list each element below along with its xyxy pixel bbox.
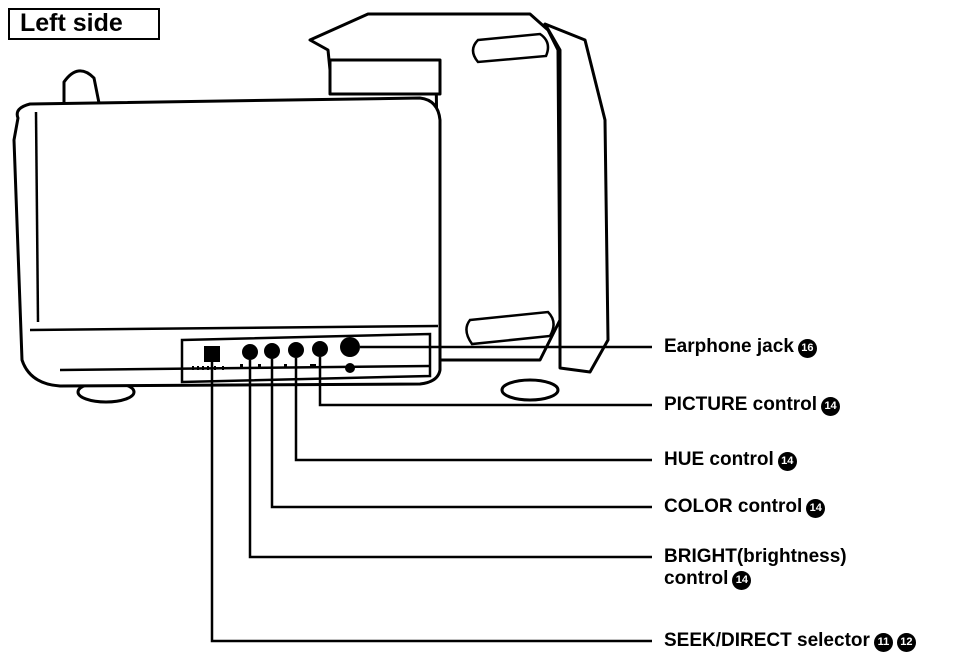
ref-badge: 12	[896, 633, 916, 652]
callout-bright-label2: control	[664, 568, 729, 589]
ref-badge: 14	[777, 452, 797, 471]
section-title: Left side	[8, 8, 160, 40]
ref-badge: 16	[797, 339, 817, 358]
earphone-jack-shape	[340, 337, 360, 357]
callout-earphone-label: Earphone jack	[664, 336, 794, 357]
leader-color	[270, 359, 652, 509]
right-foot	[500, 378, 560, 402]
leader-picture	[318, 357, 652, 407]
ref-badge: 14	[806, 499, 826, 518]
leader-hue	[294, 358, 652, 462]
ref-badge: 14	[732, 571, 752, 590]
callout-picture-label: PICTURE control	[664, 394, 818, 415]
picture-knob-shape	[312, 341, 328, 357]
bright-knob-shape	[242, 344, 258, 360]
callout-seek-label: SEEK/DIRECT selector	[664, 630, 870, 651]
callout-hue-label: HUE control	[664, 449, 774, 470]
callout-color-label: COLOR control	[664, 496, 803, 517]
control-panel	[192, 337, 360, 373]
leader-seek	[210, 362, 652, 643]
color-knob-shape	[264, 343, 280, 359]
ref-badge: 14	[821, 397, 841, 416]
top-handle-block	[328, 58, 442, 96]
leader-bright	[248, 360, 652, 559]
hanging-loop	[62, 69, 102, 109]
callout-bright-label: BRIGHT(brightness)	[664, 546, 847, 567]
main-body	[12, 96, 442, 388]
seek-direct-switch-shape	[204, 346, 220, 362]
hue-knob-shape	[288, 342, 304, 358]
ref-badge: 11	[873, 633, 893, 652]
top-unit-rear-panel	[543, 22, 610, 374]
